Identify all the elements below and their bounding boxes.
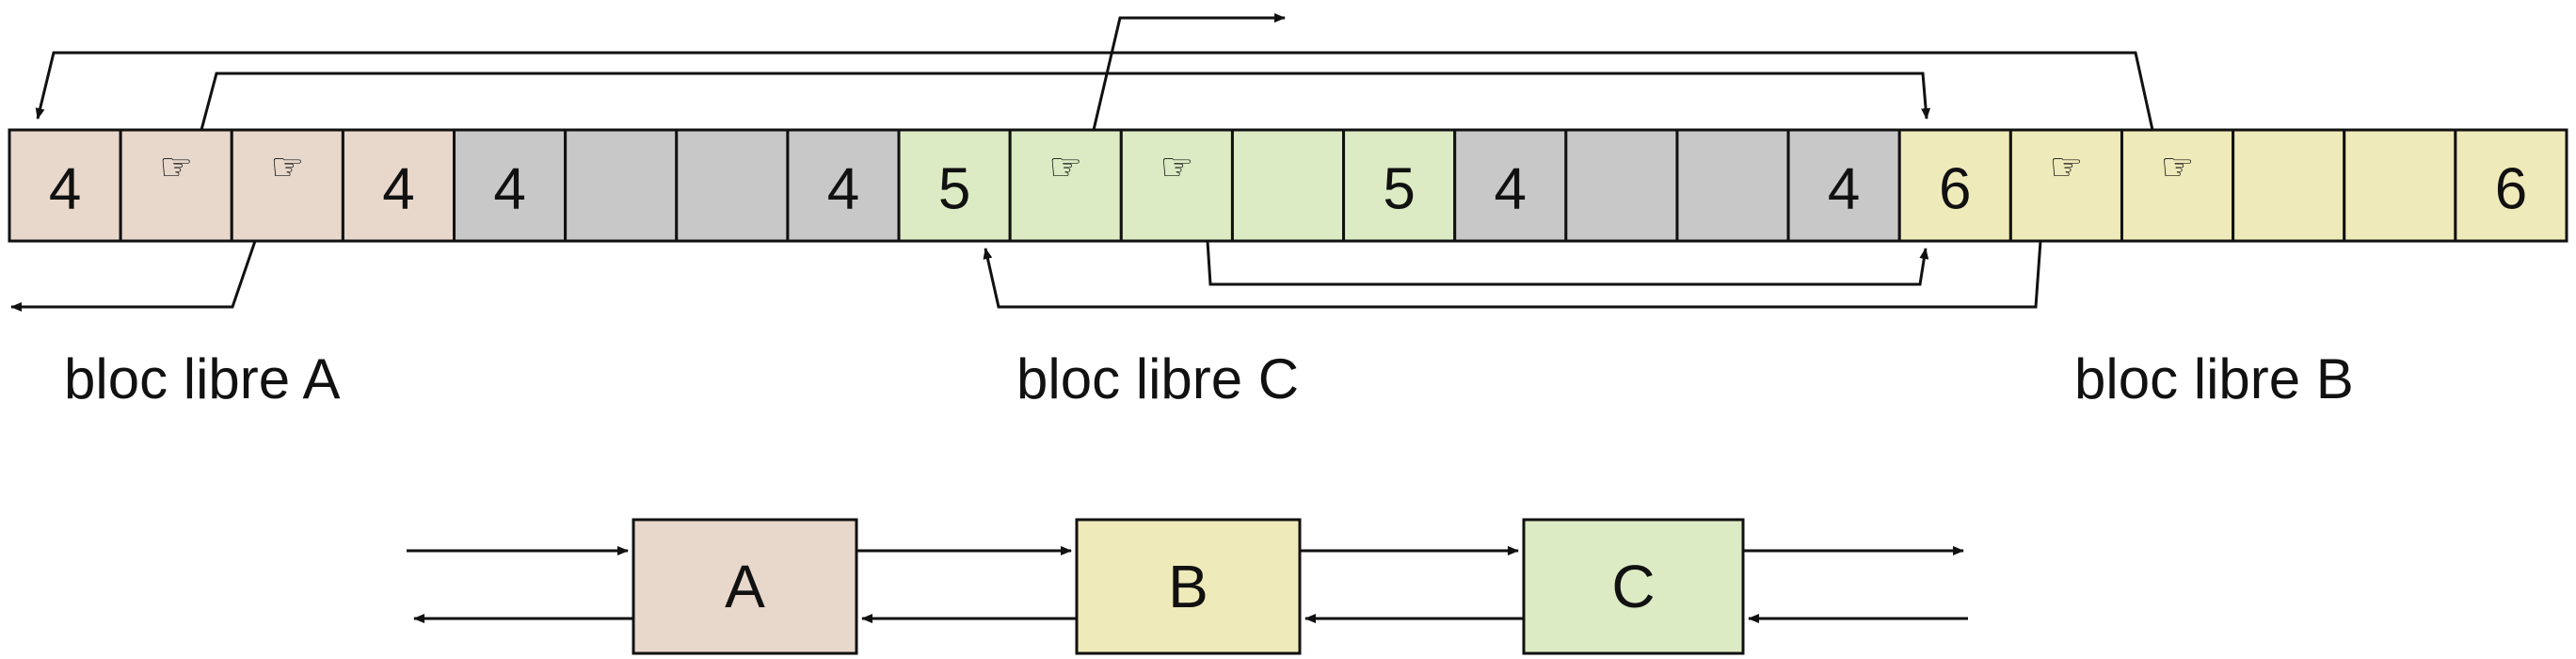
memory-cell: ☞ (230, 128, 344, 243)
arrow-c-pred-to-b (1206, 240, 1929, 286)
memory-cell (564, 128, 679, 243)
free-list-nodes: A B C (632, 518, 1745, 655)
memory-cell-size: 4 (493, 157, 525, 222)
memory-cell-box (564, 128, 679, 243)
list-node-b: B (1075, 518, 1302, 655)
memory-cell-size: 4 (49, 157, 81, 222)
memory-cell-size: 6 (1939, 157, 1971, 222)
memory-cell-size: 5 (938, 157, 970, 222)
list-node-c-box (1522, 518, 1745, 655)
memory-cell-size: 6 (2495, 157, 2527, 222)
arrow-c-next-out (1092, 13, 1286, 131)
memory-cell: ☞ (1008, 128, 1123, 243)
memory-cell (2343, 128, 2457, 243)
memory-row: 4 ☞ ☞ 4 4 4 5 ☞ ☞ 5 4 4 6 ☞ ☞ 6 (8, 128, 2568, 243)
label-bloc-libre-a: bloc libre A (64, 347, 341, 410)
memory-cell: ☞ (2120, 128, 2235, 243)
memory-cell-box (1342, 128, 1457, 243)
arrow-a-pred-out (10, 240, 257, 312)
memory-cell: 4 (1786, 128, 1901, 243)
memory-cell-size: 4 (827, 157, 859, 222)
memory-cell-box (1564, 128, 1679, 243)
pointer-hand-icon: ☞ (270, 146, 304, 189)
memory-cell-box (2454, 128, 2568, 243)
memory-cell-box (119, 128, 233, 243)
memory-cell-size: 4 (1495, 157, 1527, 222)
list-node-a-box (632, 518, 858, 655)
memory-cell: 4 (1453, 128, 1568, 243)
arrow-b-pred-to-a (35, 51, 2154, 131)
memory-cell-box (897, 128, 1012, 243)
memory-cell (1564, 128, 1679, 243)
memory-cell-box (2232, 128, 2346, 243)
label-bloc-libre-b: bloc libre B (2074, 347, 2354, 410)
memory-cell (675, 128, 790, 243)
memory-cell-size: 4 (1828, 157, 1860, 222)
memory-cell-box (230, 128, 344, 243)
pointer-hand-icon: ☞ (1048, 146, 1082, 189)
list-node-a: A (632, 518, 858, 655)
memory-cell-box (453, 128, 568, 243)
list-node-a-label: A (725, 553, 765, 620)
memory-cell (1675, 128, 1790, 243)
memory-cell: 5 (897, 128, 1012, 243)
memory-cell: ☞ (2008, 128, 2123, 243)
memory-cell: 6 (2454, 128, 2568, 243)
memory-cell-box (1675, 128, 1790, 243)
arrow-a-next-to-b (200, 72, 1931, 131)
memory-cell (2232, 128, 2346, 243)
pointer-hand-icon: ☞ (159, 146, 193, 189)
label-bloc-libre-c: bloc libre C (1016, 347, 1299, 410)
pointer-hand-icon: ☞ (2049, 146, 2083, 189)
pointer-arrows (10, 13, 2154, 312)
memory-cell: ☞ (1119, 128, 1234, 243)
memory-cell: 5 (1342, 128, 1457, 243)
memory-cell: 6 (1897, 128, 2012, 243)
memory-cell-box (786, 128, 901, 243)
pointer-hand-icon: ☞ (1160, 146, 1193, 189)
list-node-b-box (1075, 518, 1302, 655)
memory-cell: 4 (453, 128, 568, 243)
memory-cell-size: 4 (382, 157, 414, 222)
memory-cell-box (1897, 128, 2012, 243)
memory-cell: 4 (786, 128, 901, 243)
memory-cell: 4 (341, 128, 456, 243)
list-node-c: C (1522, 518, 1745, 655)
memory-cell: ☞ (119, 128, 233, 243)
pointer-hand-icon: ☞ (2161, 146, 2195, 189)
list-node-b-label: B (1168, 553, 1208, 620)
list-node-c-label: C (1611, 553, 1655, 620)
memory-cell-box (8, 128, 122, 243)
memory-cell-box (2343, 128, 2457, 243)
memory-cell-box (1230, 128, 1346, 243)
memory-cell-box (675, 128, 790, 243)
memory-cell-box (1119, 128, 1234, 243)
memory-cell: 4 (8, 128, 122, 243)
memory-cell-box (2008, 128, 2123, 243)
arrow-b-next-to-c (983, 240, 2042, 309)
memory-cell-size: 5 (1383, 157, 1415, 222)
list-arrows (407, 546, 1968, 623)
memory-cell (1230, 128, 1346, 243)
memory-cell-box (1008, 128, 1123, 243)
memory-cell-box (1786, 128, 1901, 243)
